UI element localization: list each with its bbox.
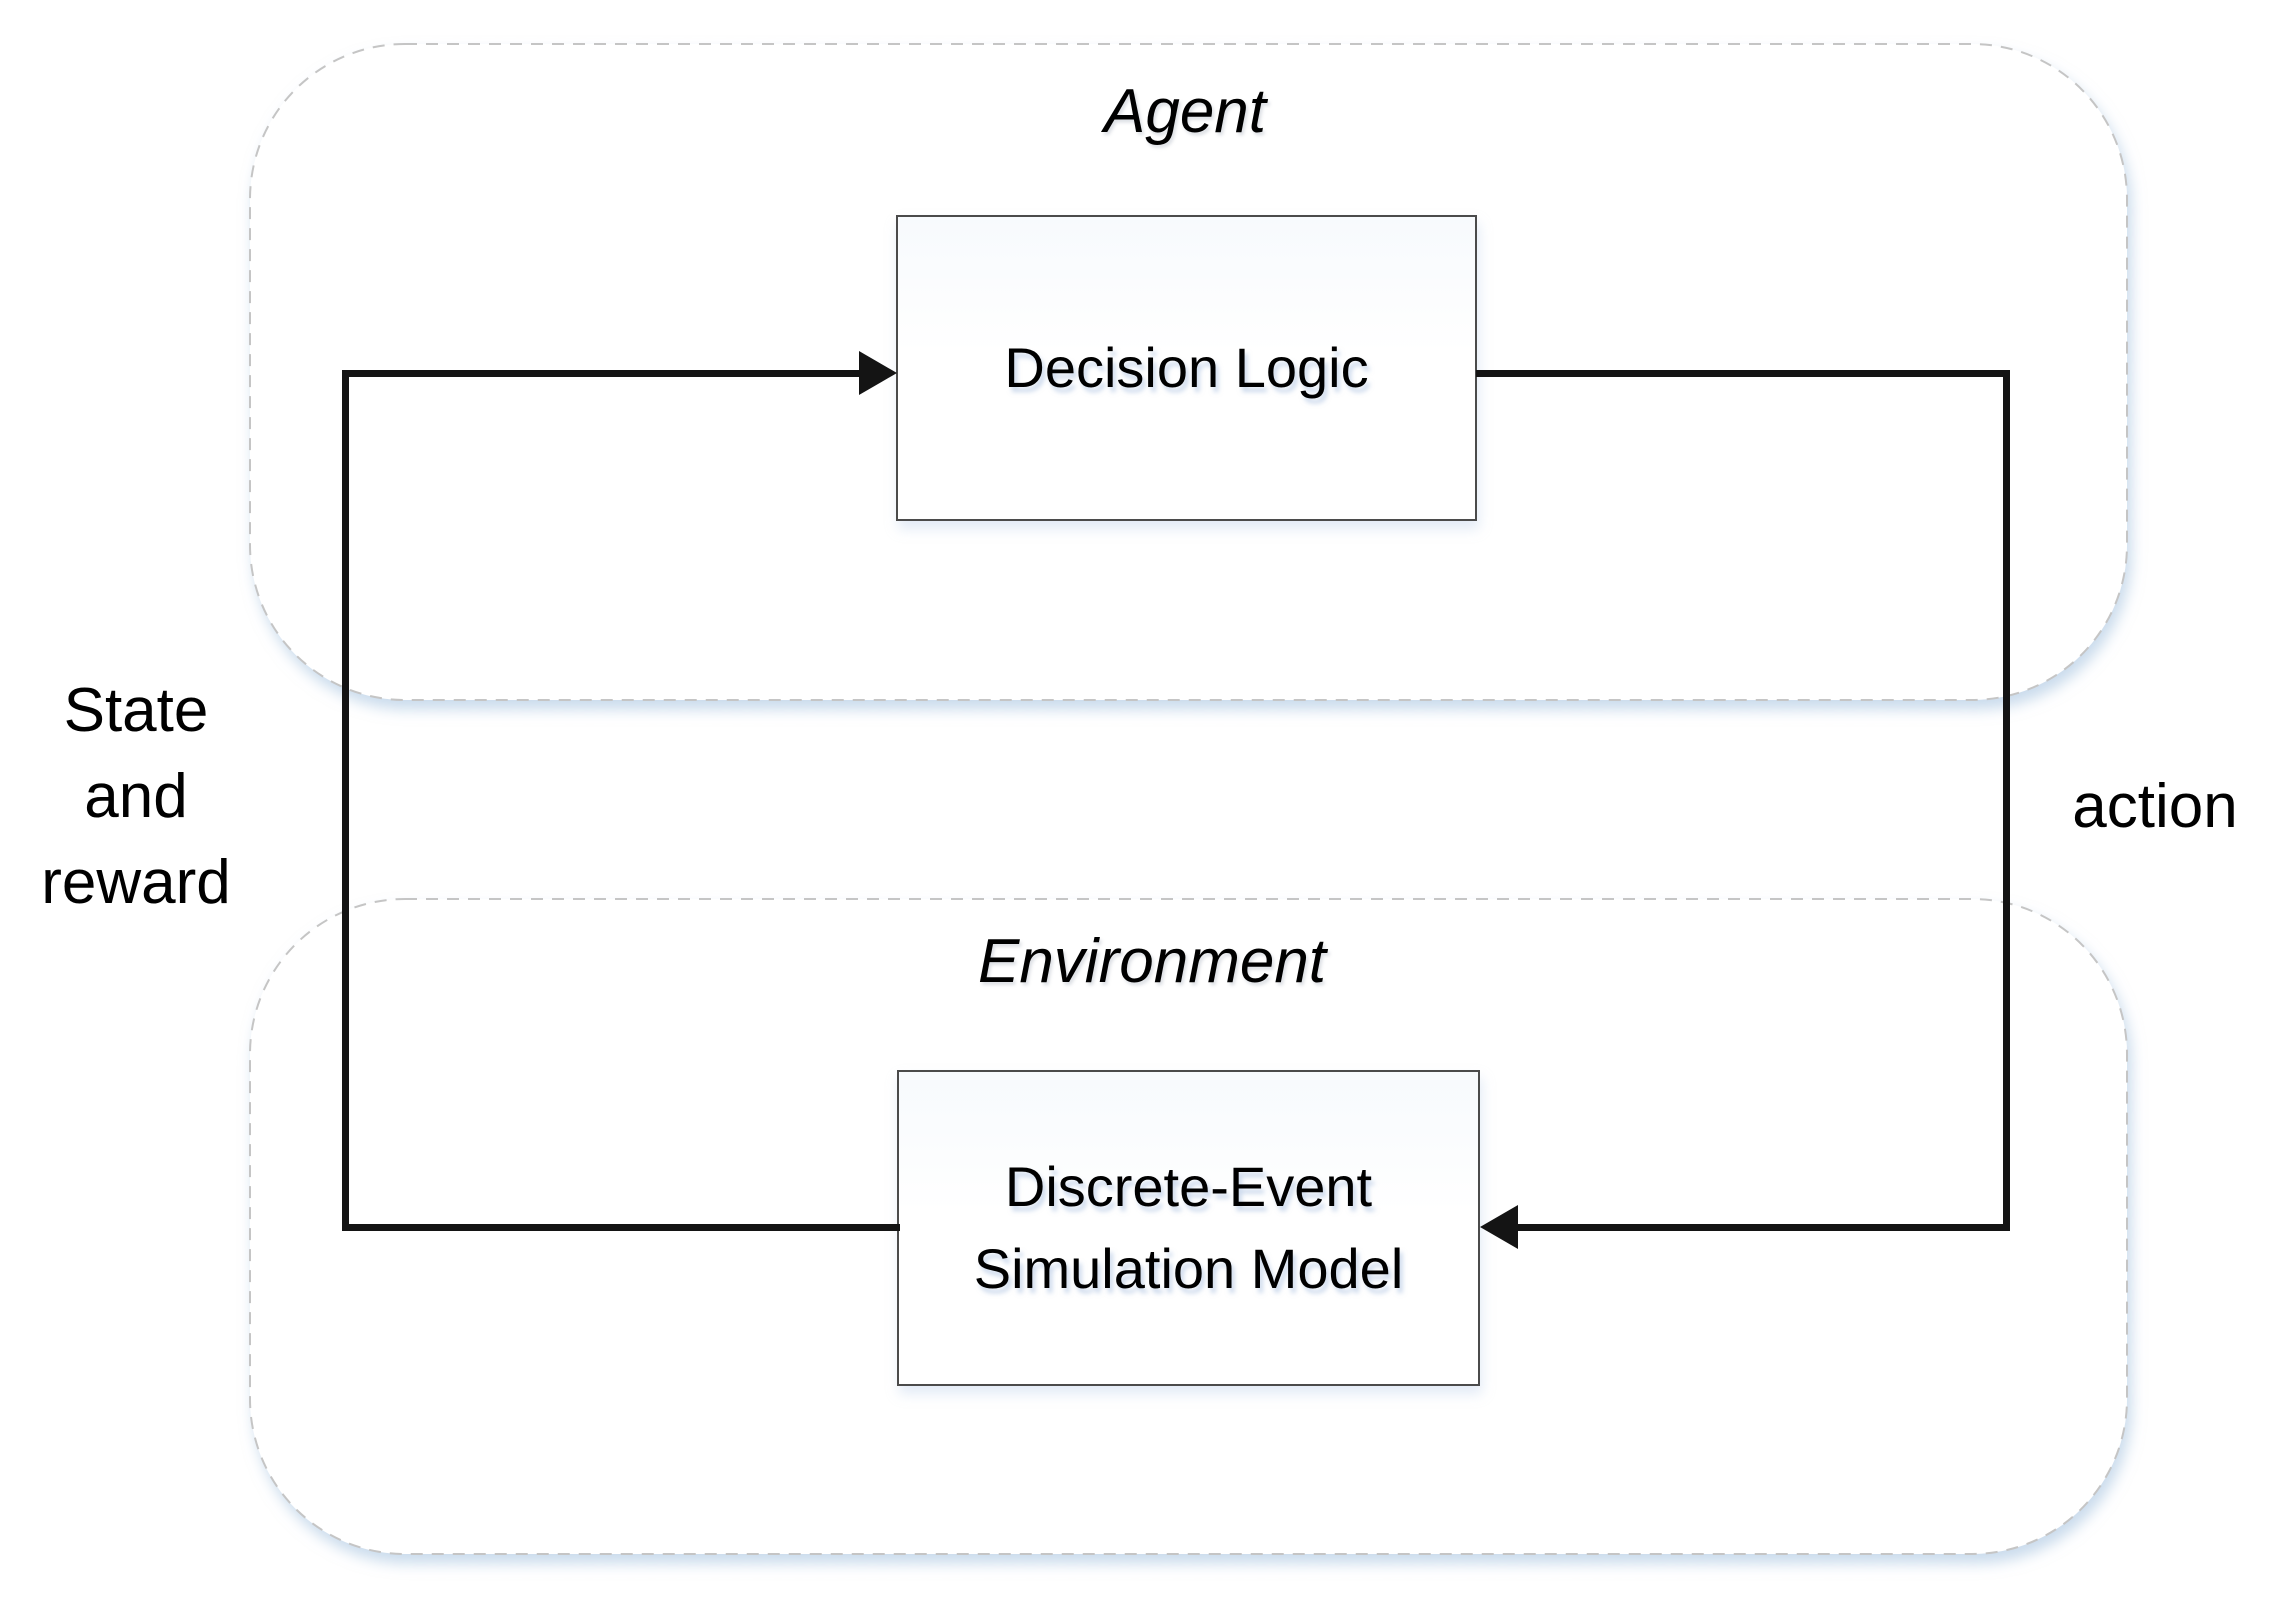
state-reward-line2: and bbox=[84, 762, 188, 831]
edge-state-vertical bbox=[342, 370, 349, 1231]
agent-title: Agent bbox=[1103, 77, 1267, 146]
state-reward-label: State and reward bbox=[41, 668, 231, 926]
simulation-model-label-line2: Simulation Model bbox=[973, 1237, 1404, 1300]
edge-action-vertical bbox=[2003, 370, 2010, 1231]
state-reward-line3: reward bbox=[41, 848, 231, 917]
edge-action-from-decision bbox=[1476, 370, 2010, 377]
edge-state-horizontal bbox=[342, 370, 860, 377]
decision-logic-label: Decision Logic bbox=[1004, 336, 1369, 399]
state-reward-line1: State bbox=[63, 676, 209, 745]
edge-state-from-model bbox=[342, 1224, 900, 1231]
edge-action-horizontal bbox=[1518, 1224, 2010, 1231]
arrowhead-left-icon bbox=[1480, 1205, 1518, 1249]
environment-title: Environment bbox=[977, 927, 1327, 996]
simulation-model-label-line1: Discrete-Event bbox=[1004, 1155, 1373, 1218]
action-label: action bbox=[2072, 772, 2238, 841]
arrowhead-right-icon bbox=[859, 351, 897, 395]
simulation-model-box: Discrete-Event Simulation Model bbox=[897, 1070, 1480, 1386]
decision-logic-box: Decision Logic bbox=[896, 215, 1477, 521]
